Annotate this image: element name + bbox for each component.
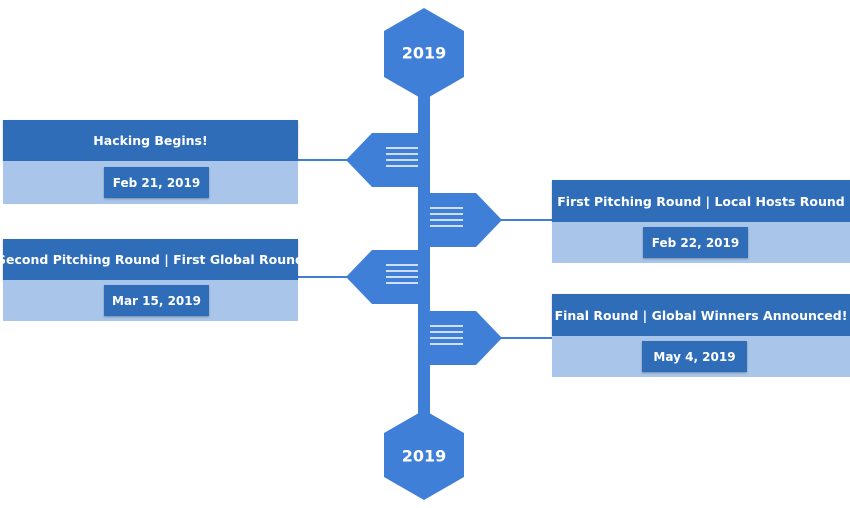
event-date-band: Feb 21, 2019 <box>3 161 298 204</box>
event-card-second-pitching-round: Second Pitching Round | First Global Rou… <box>0 239 304 321</box>
event-date: Feb 21, 2019 <box>104 167 209 198</box>
start-year-label: 2019 <box>402 44 447 63</box>
event-card-first-pitching-round: First Pitching Round | Local Hosts Round… <box>552 180 850 263</box>
event-badge-left <box>346 250 420 304</box>
event-date: Feb 22, 2019 <box>643 227 748 258</box>
event-title: First Pitching Round | Local Hosts Round <box>552 180 850 222</box>
event-card-hacking-begins: Hacking Begins! Feb 21, 2019 <box>3 120 298 204</box>
end-year-label: 2019 <box>402 447 447 466</box>
start-year-hexagon: 2019 <box>384 8 464 100</box>
timeline-spine <box>418 70 430 440</box>
event-badge-right <box>428 311 502 365</box>
end-year-hexagon: 2019 <box>384 410 464 500</box>
event-title: Final Round | Global Winners Announced! <box>552 294 850 336</box>
event-date: May 4, 2019 <box>642 341 747 372</box>
event-date: Mar 15, 2019 <box>104 285 209 316</box>
event-badge-right <box>428 193 502 247</box>
event-date-band: May 4, 2019 <box>552 336 850 377</box>
event-date-band: Mar 15, 2019 <box>3 280 298 321</box>
event-title: Hacking Begins! <box>3 120 298 161</box>
event-card-final-round: Final Round | Global Winners Announced! … <box>552 294 850 377</box>
event-date-band: Feb 22, 2019 <box>552 222 850 263</box>
event-title: Second Pitching Round | First Global Rou… <box>0 239 304 280</box>
event-badge-left <box>346 133 420 187</box>
